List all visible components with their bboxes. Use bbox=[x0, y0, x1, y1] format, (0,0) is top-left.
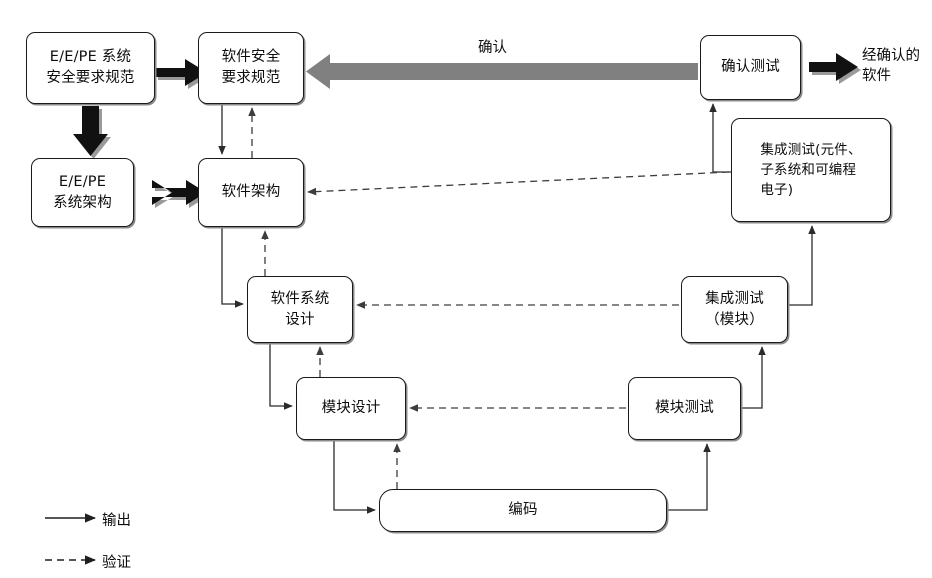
node-software-system-design[interactable]: 软件系统 设计 bbox=[247, 276, 353, 343]
node-label: E/E/PE 系统架构 bbox=[53, 173, 112, 211]
node-label: 编码 bbox=[508, 502, 538, 519]
node-coding[interactable]: 编码 bbox=[379, 489, 667, 532]
flow-coding-to-module-testing bbox=[667, 443, 711, 511]
flow-integration-module-to-integration-components bbox=[788, 225, 816, 306]
validated-software-label: 经确认的 软件 bbox=[862, 48, 920, 85]
bold-arrow-validated-software-output bbox=[809, 53, 861, 84]
node-label: 软件架构 bbox=[221, 184, 281, 201]
legend-output-label: 输出 bbox=[102, 513, 131, 529]
node-module-testing[interactable]: 模块测试 bbox=[628, 377, 741, 440]
flow-module-design-to-coding bbox=[333, 441, 376, 514]
node-integration-testing-components[interactable]: 集成测试(元件、 子系统和可编程 电子) bbox=[731, 118, 891, 222]
node-label: 模块测试 bbox=[655, 400, 714, 417]
node-ee-pe-system-architecture[interactable]: E/E/PE 系统架构 bbox=[31, 158, 134, 227]
bold-arrow-requirements-to-architecture bbox=[73, 106, 111, 159]
node-label: 模块设计 bbox=[321, 400, 381, 417]
legend-verification-label: 验证 bbox=[102, 555, 131, 571]
node-integration-testing-module[interactable]: 集成测试 （模块） bbox=[681, 276, 788, 343]
node-label: E/E/PE 系统 安全要求规范 bbox=[46, 49, 135, 86]
node-label: 软件安全 要求规范 bbox=[221, 49, 281, 86]
bold-arrow-requirements-to-software bbox=[155, 59, 210, 89]
flow-module-testing-to-integration-module bbox=[741, 346, 766, 409]
node-module-design[interactable]: 模块设计 bbox=[296, 377, 406, 440]
node-label: 软件系统 设计 bbox=[270, 290, 330, 328]
verify-integration-components-to-architecture bbox=[307, 171, 730, 196]
flow-architecture-to-system-design bbox=[221, 228, 244, 308]
node-label: 集成测试 （模块） bbox=[705, 290, 764, 328]
node-software-safety-requirements[interactable]: 软件安全 要求规范 bbox=[198, 32, 304, 104]
node-label: 集成测试(元件、 子系统和可编程 电子) bbox=[760, 141, 862, 199]
validation-flow-arrow bbox=[306, 54, 698, 89]
flow-system-design-to-module-design bbox=[269, 344, 293, 410]
validation-arrow-label: 确认 bbox=[478, 40, 507, 56]
node-validation-testing[interactable]: 确认测试 bbox=[700, 35, 801, 100]
node-software-architecture[interactable]: 软件架构 bbox=[198, 158, 304, 227]
node-label: 确认测试 bbox=[721, 59, 780, 76]
bold-arrow-system-to-software-architecture bbox=[141, 180, 209, 208]
flow-integration-components-to-validation-testing bbox=[709, 103, 731, 173]
node-ee-pe-safety-requirements[interactable]: E/E/PE 系统 安全要求规范 bbox=[26, 32, 155, 104]
